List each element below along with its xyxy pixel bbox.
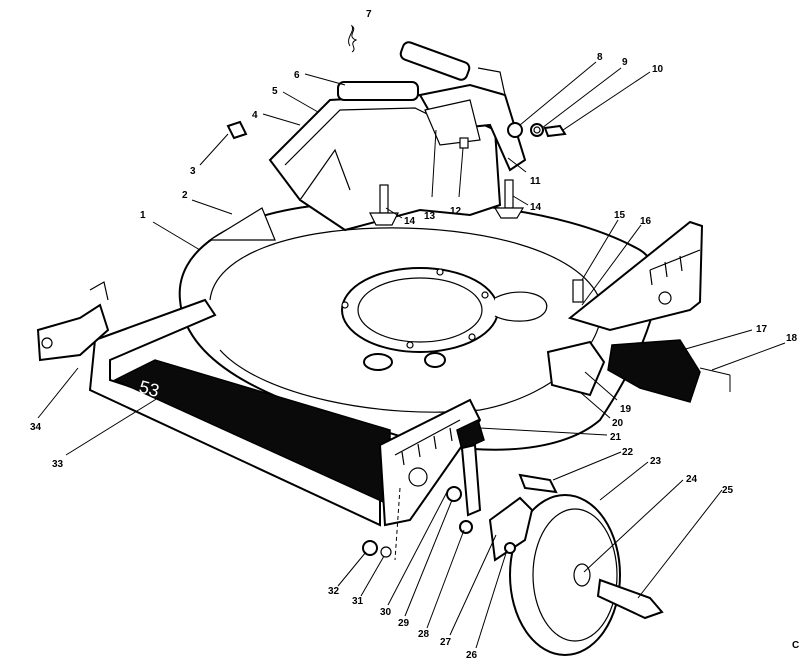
height-adjust-bracket-left — [36, 281, 110, 362]
callout-5: 5 — [272, 86, 278, 97]
callout-4: 4 — [252, 110, 258, 121]
callout-10: 10 — [652, 64, 664, 75]
bolt-3 — [226, 120, 248, 140]
adjust-lever — [460, 443, 482, 517]
callout-1: 1 — [140, 210, 146, 221]
spring — [348, 24, 358, 53]
washer-31 — [380, 546, 392, 558]
callout-34: 34 — [30, 422, 42, 433]
callout-8: 8 — [597, 52, 603, 63]
callout-11: 11 — [530, 176, 541, 187]
callout-13: 13 — [424, 211, 436, 222]
wheel-bracket-plate — [488, 496, 534, 562]
washer-29 — [446, 486, 462, 502]
callout-3: 3 — [190, 166, 196, 177]
callout-14-left: 14 — [404, 216, 416, 227]
adjust-lever-knob — [456, 418, 485, 452]
bushing-19 — [546, 340, 606, 397]
callout-20: 20 — [612, 418, 624, 429]
callout-2: 2 — [182, 190, 188, 201]
callout-29: 29 — [398, 618, 410, 629]
callout-9: 9 — [622, 57, 628, 68]
callout-22: 22 — [622, 447, 634, 458]
callout-12: 12 — [450, 206, 462, 217]
leader-lines — [37, 61, 786, 649]
callout-18: 18 — [786, 333, 798, 344]
bolt-12 — [459, 137, 469, 149]
callout-labels: 1 2 3 4 5 6 7 8 9 10 11 12 13 14 14 15 1… — [30, 9, 799, 661]
callout-21: 21 — [610, 432, 622, 443]
handle-bracket — [337, 41, 527, 172]
callout-32: 32 — [328, 586, 340, 597]
callout-6: 6 — [294, 70, 300, 81]
nut-32 — [362, 540, 378, 556]
callout-30: 30 — [380, 607, 392, 618]
callout-33: 33 — [52, 459, 64, 470]
callout-27: 27 — [440, 637, 452, 648]
callout-25: 25 — [722, 485, 734, 496]
height-adjust-bracket-front — [378, 398, 482, 561]
callout-15: 15 — [614, 210, 626, 221]
callout-28: 28 — [418, 629, 430, 640]
bolt-14-right — [504, 179, 514, 209]
rear-flap — [607, 339, 731, 403]
nut-28 — [459, 520, 473, 534]
callout-17: 17 — [756, 324, 768, 335]
seal-b — [424, 352, 446, 368]
callout-31: 31 — [352, 596, 364, 607]
front-skirt: 53 — [88, 298, 391, 527]
corner-mark: C — [792, 640, 799, 651]
callout-19: 19 — [620, 404, 632, 415]
washer-8 — [507, 122, 523, 138]
callout-7: 7 — [366, 9, 372, 20]
callout-26: 26 — [466, 650, 478, 661]
wheel — [509, 494, 621, 656]
callout-24: 24 — [686, 474, 698, 485]
deck-housing — [178, 200, 658, 451]
callout-14-right: 14 — [530, 202, 542, 213]
axle-bolt — [596, 578, 664, 620]
callout-16: 16 — [640, 216, 652, 227]
height-adjust-bracket-right — [567, 220, 704, 332]
bolt-10 — [543, 124, 567, 138]
nut-26 — [504, 542, 516, 554]
callout-23: 23 — [650, 456, 662, 467]
seal-a — [363, 353, 393, 371]
bolt-22 — [518, 473, 558, 494]
